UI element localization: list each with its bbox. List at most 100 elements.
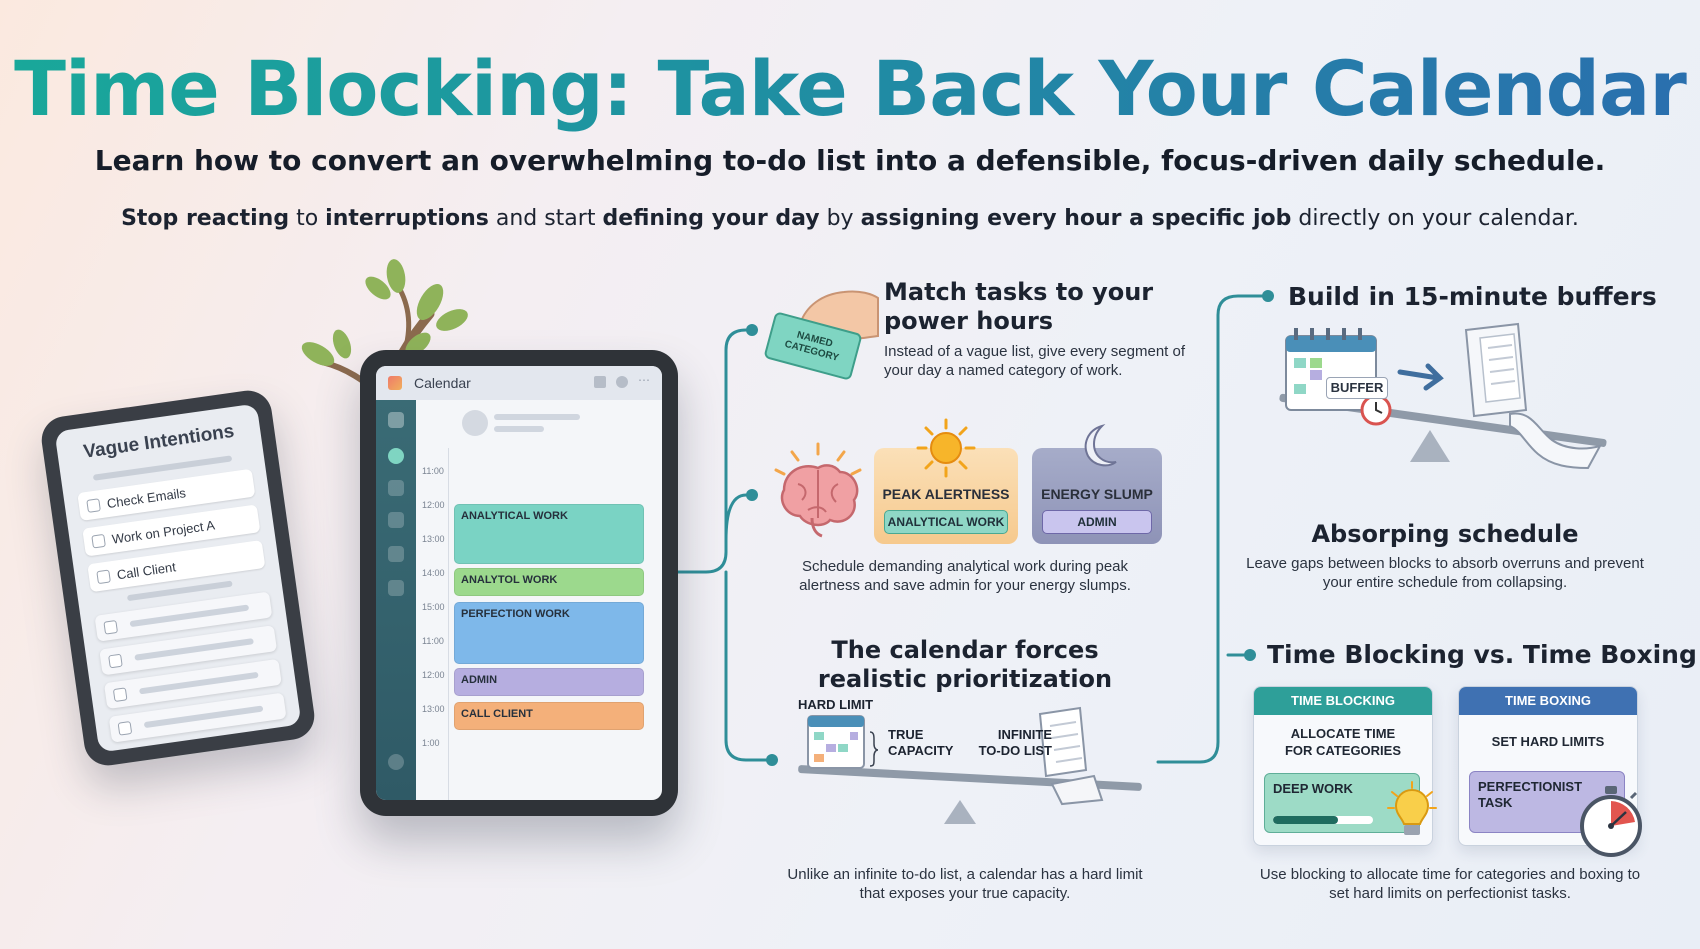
connector-right-bracket — [1156, 294, 1270, 764]
todo-item-label: Call Client — [115, 558, 177, 582]
connector-main — [676, 328, 754, 574]
placeholder-line — [138, 671, 259, 695]
perfectionist-task-label: PERFECTIONIST TASK — [1478, 779, 1583, 810]
connector-bottom — [724, 570, 774, 762]
moon-icon — [1084, 423, 1117, 467]
calendar-block[interactable]: CALL CLIENT — [454, 702, 644, 730]
time-boxing-subtitle: SET HARD LIMITS — [1491, 734, 1605, 749]
slump-chip: ADMIN — [1042, 510, 1152, 534]
tagline-part: directly on your calendar. — [1291, 206, 1579, 231]
time-blocking-subtitle: ALLOCATE TIME FOR CATEGORIES — [1284, 726, 1402, 758]
calendar-sidebar — [376, 400, 416, 800]
checkbox-icon — [117, 720, 133, 736]
capacity-seesaw — [798, 706, 1142, 824]
tagline-part: interruptions — [325, 206, 489, 231]
deep-work-task: DEEP WORK — [1264, 773, 1420, 833]
avatar — [462, 410, 488, 436]
brain-icon — [774, 442, 862, 538]
checkbox-icon — [96, 569, 111, 584]
calendar-forces-description: Unlike an infinite to-do list, a calenda… — [787, 866, 1143, 902]
tagline-part: by — [819, 206, 861, 231]
sidebar-icon[interactable] — [388, 580, 404, 596]
time-label: 11:00 — [422, 636, 444, 646]
calendar-app-icon — [388, 376, 402, 390]
comparison-description: Use blocking to allocate time for catego… — [1259, 866, 1641, 902]
placeholder-line — [494, 414, 580, 420]
tagline-part: assigning every hour a specific job — [860, 206, 1292, 231]
tagline-part: and start — [488, 206, 603, 231]
calendar-screen: Calendar ⋯ 11:00 12:00 13:00 14:00 15:00… — [376, 366, 662, 800]
buffer-seesaw — [1279, 322, 1607, 470]
time-label: 11:00 — [422, 466, 444, 476]
sidebar-icon[interactable] — [388, 546, 404, 562]
checkbox-icon — [103, 619, 118, 635]
search-icon[interactable] — [616, 376, 628, 388]
time-label: 1:00 — [422, 738, 440, 748]
sidebar-icon[interactable] — [388, 754, 404, 770]
infinite-list-label: INFINITE TO-DO LIST — [978, 727, 1052, 758]
time-boxing-header: TIME BOXING — [1459, 687, 1637, 715]
vague-intentions-tablet: Vague Intentions Check Emails Work on Pr… — [38, 387, 318, 769]
connector-dot — [766, 754, 778, 766]
peak-chip: ANALYTICAL WORK — [884, 510, 1008, 534]
connector-dot — [1262, 290, 1274, 302]
tagline-part: Stop reacting — [121, 206, 290, 231]
comparison-title: Time Blocking vs. Time Boxing — [1267, 640, 1697, 669]
stopwatch-icon — [1580, 786, 1642, 857]
grid-icon[interactable] — [594, 376, 606, 388]
checkbox-icon — [86, 497, 101, 513]
sidebar-icon[interactable] — [388, 480, 404, 496]
time-label: 14:00 — [422, 568, 445, 578]
sun-icon — [916, 418, 976, 478]
energy-slump-label: ENERGY SLUMP — [1041, 486, 1153, 502]
checkbox-icon — [91, 533, 106, 549]
calendar-app-title: Calendar — [414, 375, 471, 391]
connector-dot — [746, 489, 758, 501]
todo-item-label: Work on Project A — [110, 516, 216, 547]
time-label: 15:00 — [422, 602, 445, 612]
tagline-part: to — [289, 206, 326, 231]
lightbulb-icon — [1387, 781, 1437, 835]
more-icon[interactable]: ⋯ — [638, 373, 650, 387]
match-tasks-description: Instead of a vague list, give every segm… — [884, 343, 1186, 379]
true-capacity-label: TRUE CAPACITY — [888, 727, 954, 758]
match-tasks-title: Match tasks to your power hours — [884, 278, 1154, 335]
calendar-toolbar: Calendar ⋯ — [376, 366, 662, 400]
calendar-block[interactable]: ANALYTICAL WORK — [454, 504, 644, 564]
tagline: Stop reacting to interruptions and start… — [0, 206, 1700, 231]
time-blocking-header: TIME BLOCKING — [1254, 687, 1432, 715]
deep-work-progress-fill — [1273, 816, 1338, 824]
time-gutter — [448, 448, 449, 800]
deep-work-label: DEEP WORK — [1273, 781, 1353, 796]
placeholder-line — [129, 604, 250, 628]
peak-alertness-label: PEAK ALERTNESS — [882, 486, 1010, 502]
time-label: 13:00 — [422, 704, 445, 714]
sidebar-icon[interactable] — [388, 512, 404, 528]
page-title: Time Blocking: Take Back Your Calendar — [0, 44, 1700, 133]
connector-middle — [724, 493, 754, 542]
connector-dot — [1244, 649, 1256, 661]
connector-dot — [746, 324, 758, 336]
buffer-tag: BUFFER — [1326, 377, 1388, 399]
vague-tablet-screen: Vague Intentions Check Emails Work on Pr… — [54, 403, 302, 753]
page-subtitle: Learn how to convert an overwhelming to-… — [94, 144, 1606, 177]
sidebar-icon[interactable] — [388, 412, 404, 428]
calendar-block[interactable]: ADMIN — [454, 668, 644, 696]
sidebar-icon[interactable] — [388, 448, 404, 464]
calendar-block[interactable]: ANALYTOL WORK — [454, 568, 644, 596]
time-label: 13:00 — [422, 534, 445, 544]
placeholder-line — [494, 426, 544, 432]
time-label: 12:00 — [422, 670, 445, 680]
calendar-block[interactable]: PERFECTION WORK — [454, 602, 644, 664]
placeholder-line — [134, 638, 254, 661]
deep-work-progress — [1273, 816, 1373, 824]
hard-limit-label: HARD LIMIT — [798, 697, 874, 712]
buffers-title: Build in 15-minute buffers — [1288, 282, 1657, 311]
time-label: 12:00 — [422, 500, 445, 510]
calendar-forces-title: The calendar forces realistic prioritiza… — [817, 636, 1113, 693]
tagline-part: defining your day — [602, 206, 820, 231]
checkbox-icon — [108, 653, 123, 668]
todo-item-label: Check Emails — [105, 484, 187, 511]
placeholder-line — [143, 705, 264, 729]
